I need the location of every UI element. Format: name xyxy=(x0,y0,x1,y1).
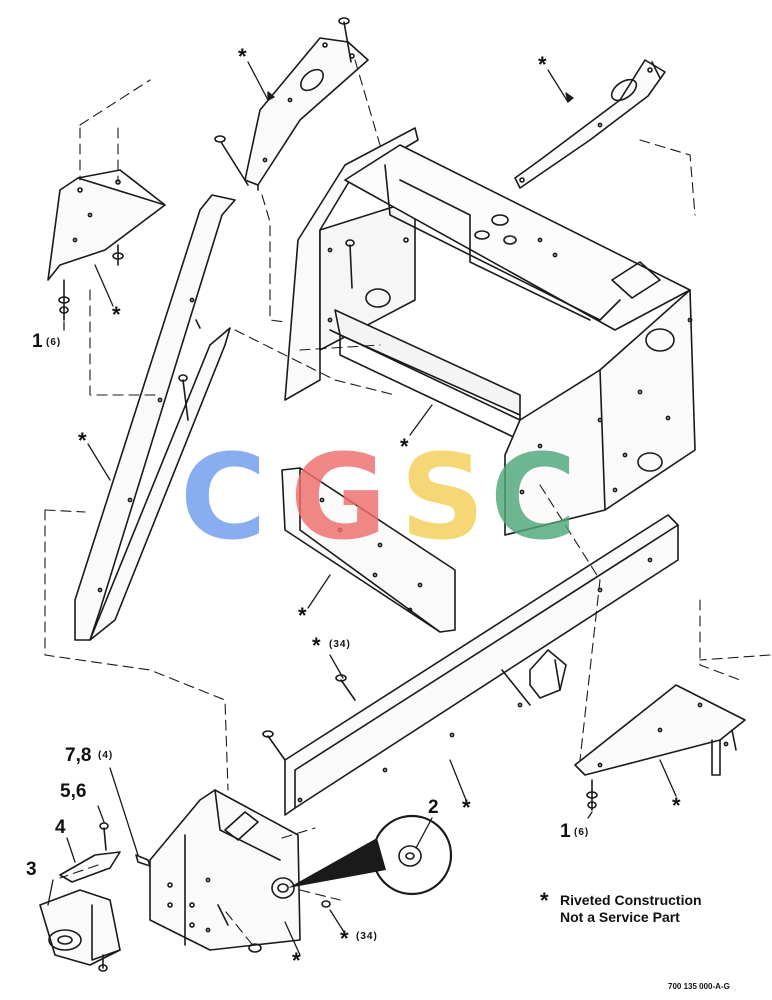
item-1-right-qty: (6) xyxy=(574,827,590,838)
watermark-letter-s: S xyxy=(400,428,485,566)
star-callout-rivet-34-lower: * xyxy=(340,926,349,951)
item-4-callout: 4 xyxy=(55,817,66,838)
item-3-callout: 3 xyxy=(26,859,37,880)
qty-callout-rivet-34-lower: (34) xyxy=(356,931,378,942)
item-7-8-callout: 7,8 xyxy=(65,745,92,766)
watermark-letter-c2: C xyxy=(490,428,577,566)
note-line-1: Riveted Construction xyxy=(560,892,702,908)
item-7-8-qty: (4) xyxy=(98,750,114,761)
item-5-6-callout: 5,6 xyxy=(60,781,87,802)
star-callout-main-frame: * xyxy=(400,434,409,459)
qty-callout-rivet-34-upper: (34) xyxy=(329,639,351,650)
note-star-symbol: * xyxy=(540,888,549,913)
watermark-letter-g: G xyxy=(290,428,387,566)
star-callout-left-rail: * xyxy=(78,428,87,453)
middle-spacer-plate xyxy=(281,467,456,633)
watermark-letter-c1: C xyxy=(180,428,267,566)
item-1-right-callout: 1 xyxy=(560,821,571,842)
right-angled-rail xyxy=(262,514,679,816)
star-callout-lower-right-bracket: * xyxy=(672,793,681,818)
cgsc-watermark: C G S C xyxy=(180,428,577,566)
leader-lines xyxy=(47,61,677,956)
main-frame-box xyxy=(284,127,696,536)
lower-right-bracket xyxy=(574,684,746,811)
star-callout-top-gusset: * xyxy=(238,44,247,69)
drawing-number: 700 135 000-A-G xyxy=(668,982,730,991)
top-gusset-plate-right xyxy=(514,59,666,189)
detail-circle xyxy=(288,814,453,896)
item-1-left-qty: (6) xyxy=(46,337,62,348)
item-2-callout: 2 xyxy=(428,797,439,818)
star-callout-right-rail: * xyxy=(462,795,471,820)
phantom-lines xyxy=(44,59,771,949)
left-frame-rail xyxy=(74,194,236,641)
star-callout-hitch-frame: * xyxy=(292,948,301,973)
top-left-bracket xyxy=(47,169,166,321)
star-callout-middle-plate: * xyxy=(298,603,307,628)
star-callout-left-bracket: * xyxy=(112,302,121,327)
star-callout-rivet-34-upper: * xyxy=(312,633,321,658)
hitch-assembly xyxy=(39,789,331,972)
star-callout-top-right-gusset: * xyxy=(538,52,547,77)
item-1-left-callout: 1 xyxy=(32,331,43,352)
note-line-2: Not a Service Part xyxy=(560,909,680,925)
